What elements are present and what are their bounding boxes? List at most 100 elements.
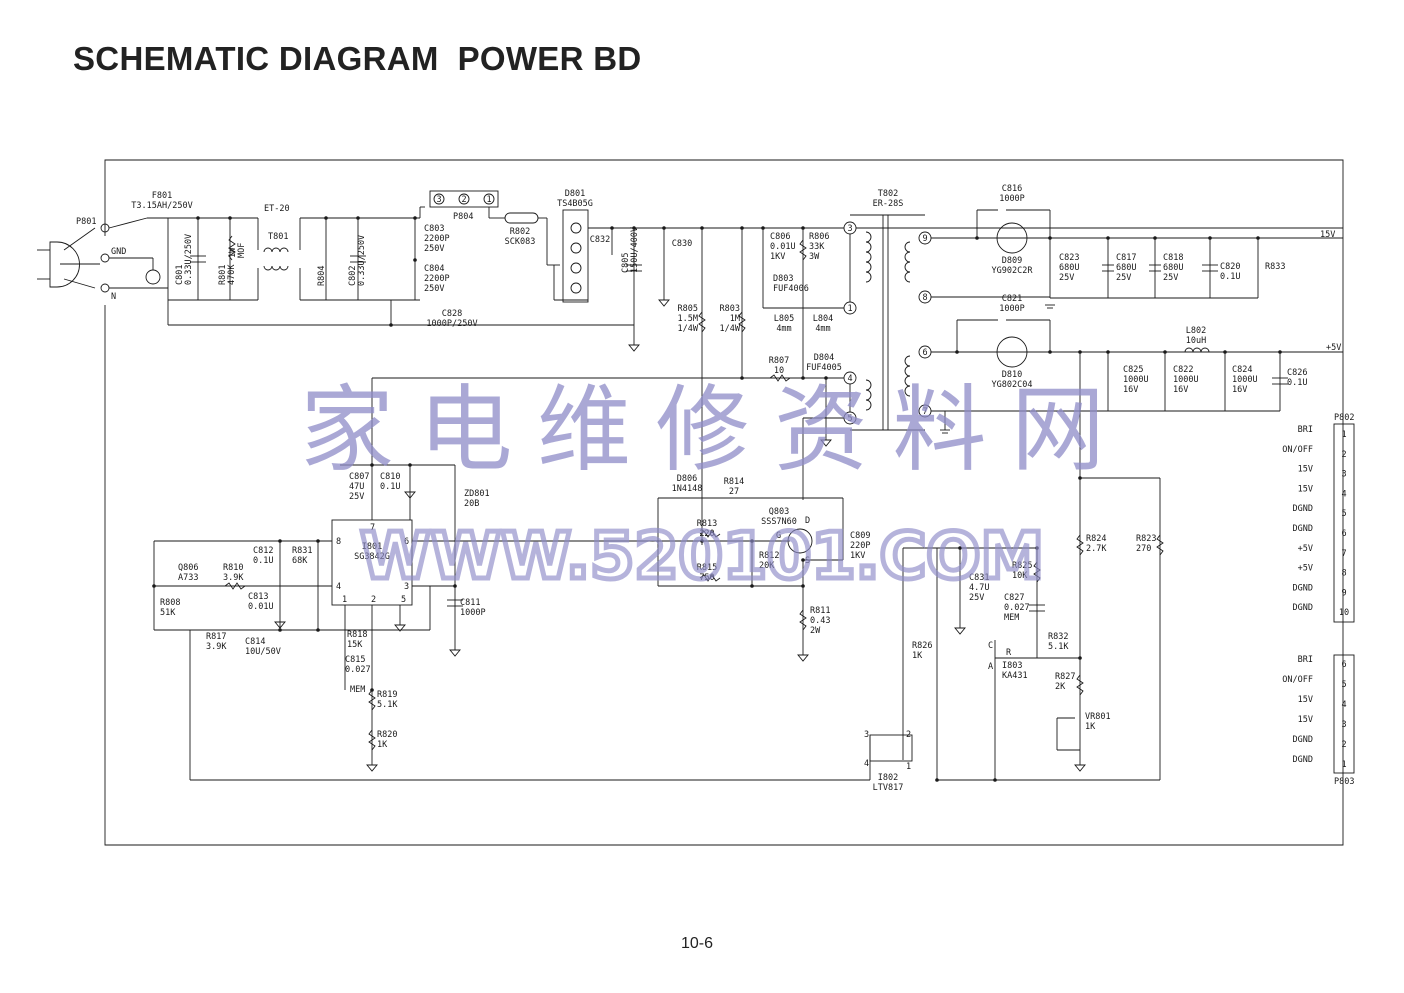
label-r824-1: 2.7K <box>1086 544 1107 554</box>
p802-label-8: +5V <box>1298 564 1313 574</box>
label-c820-1: 0.1U <box>1220 272 1240 282</box>
label-c832-0: C832 <box>590 235 610 245</box>
optocoupler-i802 <box>869 734 913 762</box>
label-c807-2: 25V <box>349 492 364 502</box>
p803-pin-2: 5 <box>1341 680 1346 690</box>
label-r811-0: R811 <box>810 606 830 616</box>
p802-label-2: ON/OFF <box>1282 445 1313 455</box>
label-l804-0: L804 <box>813 314 833 324</box>
p802-label-6: DGND <box>1293 524 1313 534</box>
r802-thermistor <box>504 212 539 224</box>
label-r819-1: 5.1K <box>377 700 398 710</box>
label-r810-0: R810 <box>223 563 243 573</box>
p803-pin-5: 2 <box>1341 740 1346 750</box>
p803-label-3: 15V <box>1298 695 1313 705</box>
label-r812-1: 20K <box>759 561 775 571</box>
label-r817-1: 3.9K <box>206 642 227 652</box>
label-c821-1: 1000P <box>999 304 1025 314</box>
label-r805-0: R805 <box>678 304 698 314</box>
t802-pin-4: 4 <box>847 374 852 384</box>
label-r807-1: 10 <box>774 366 784 376</box>
ac-plug <box>49 241 80 288</box>
label-f801-1: T3.15AH/250V <box>131 201 192 211</box>
label-c830-0: C830 <box>672 239 692 249</box>
label-c806-0: C806 <box>770 232 790 242</box>
label-c815-1: 0.027 <box>345 665 371 675</box>
label-c811-1: 1000P <box>460 608 486 618</box>
i801-pin-6: 6 <box>404 537 409 547</box>
label-c827-0: C827 <box>1004 593 1024 603</box>
label-c818-2: 25V <box>1163 273 1178 283</box>
label-r831-0: R831 <box>292 546 312 556</box>
label-c828-0: C828 <box>442 309 462 319</box>
label-r826-1: 1K <box>912 651 923 661</box>
label-pin_g-0: G <box>776 531 781 541</box>
label-c823-0: C823 <box>1059 253 1079 263</box>
label-l805-1: 4mm <box>776 324 791 334</box>
label-c827-2: MEM <box>1004 613 1019 623</box>
t802-pin-7: 7 <box>922 407 927 417</box>
label-r825-0: R825 <box>1012 561 1032 571</box>
label-r815-1: 750 <box>699 573 714 583</box>
label-p803-0: P803 <box>1334 777 1354 787</box>
watermark-url: WWW.520101.COM <box>360 520 1050 594</box>
label-c820-0: C820 <box>1220 262 1240 272</box>
label-r807-0: R807 <box>769 356 789 366</box>
label-pin_c-0: C <box>988 641 993 651</box>
label-t802-0: T802 <box>878 189 898 199</box>
page-title: SCHEMATIC DIAGRAM POWER BD <box>73 40 642 77</box>
label-c824-0: C824 <box>1232 365 1252 375</box>
label-vr801-0: VR801 <box>1085 712 1111 722</box>
i802-pin-4: 4 <box>864 759 869 769</box>
label-i801-1: SG3842G <box>354 552 390 562</box>
label-r818-1: 15K <box>347 640 363 650</box>
p804-connector <box>429 190 499 208</box>
p803-pin-4: 3 <box>1341 720 1346 730</box>
label-r815-0: R815 <box>697 563 717 573</box>
label-c809-1: 220P <box>850 541 870 551</box>
label-r803-0: R803 <box>720 304 740 314</box>
page-number: 10-6 <box>681 935 714 952</box>
label-r801-1: 470K <box>227 264 237 285</box>
label-r802-0: R802 <box>510 227 530 237</box>
watermark-chinese: 家电维修资料网 <box>300 376 1105 485</box>
label-q806-0: Q806 <box>178 563 198 573</box>
label-c817-0: C817 <box>1116 253 1136 263</box>
label-c801-1: 0.33U/250V <box>184 234 194 285</box>
connector-p802 <box>1333 423 1355 623</box>
pin-markers <box>433 193 932 425</box>
label-l804-1: 4mm <box>815 324 830 334</box>
label-p802-0: P802 <box>1334 413 1354 423</box>
label-c814-0: C814 <box>245 637 265 647</box>
label-out5-0: +5V <box>1326 343 1341 353</box>
label-c831-2: 25V <box>969 593 984 603</box>
label-r813-1: 220 <box>699 529 714 539</box>
p803-label-1: BRI <box>1298 655 1313 665</box>
bridge-rectifier-d801 <box>562 209 589 303</box>
label-p801-0: P801 <box>76 217 96 227</box>
p802-pin-4: 4 <box>1341 489 1346 499</box>
label-d801-1: TS4B05G <box>557 199 593 209</box>
t802-pin-6: 6 <box>922 348 927 358</box>
label-r811-2: 2W <box>810 626 821 636</box>
label-i803-1: KA431 <box>1002 671 1028 681</box>
label-r804-0: R804 <box>317 266 327 286</box>
label-c803-0: C803 <box>424 224 444 234</box>
label-c802-0: C802 <box>348 266 358 286</box>
label-c815-0: C815 <box>345 655 365 665</box>
label-r803-2: 1/4W <box>720 324 741 334</box>
junction-dots <box>152 216 1282 782</box>
label-n-0: N <box>111 292 116 302</box>
label-pin_s-0: S <box>805 556 810 566</box>
label-r824-0: R824 <box>1086 534 1106 544</box>
label-pin_d-0: D <box>805 516 810 526</box>
p802-pin-8: 8 <box>1341 569 1346 579</box>
label-c824-2: 16V <box>1232 385 1247 395</box>
label-c804-0: C804 <box>424 264 444 274</box>
label-c822-2: 16V <box>1173 385 1188 395</box>
label-c806-1: 0.01U <box>770 242 796 252</box>
p803-label-6: DGND <box>1293 755 1313 765</box>
label-d801-0: D801 <box>565 189 585 199</box>
